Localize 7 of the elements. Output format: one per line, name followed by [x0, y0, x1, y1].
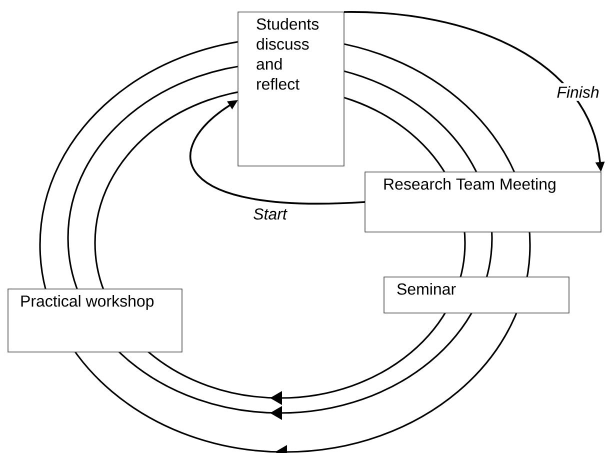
edge-label: Start — [250, 205, 290, 223]
edge-label: Finish — [554, 83, 602, 101]
process-box: Research Team Meeting — [364, 172, 602, 232]
process-box: Practical workshop — [8, 288, 182, 352]
process-box: Seminar — [384, 276, 570, 314]
process-box: Students discuss and reflect — [238, 12, 344, 166]
curved-arrow — [190, 100, 366, 205]
